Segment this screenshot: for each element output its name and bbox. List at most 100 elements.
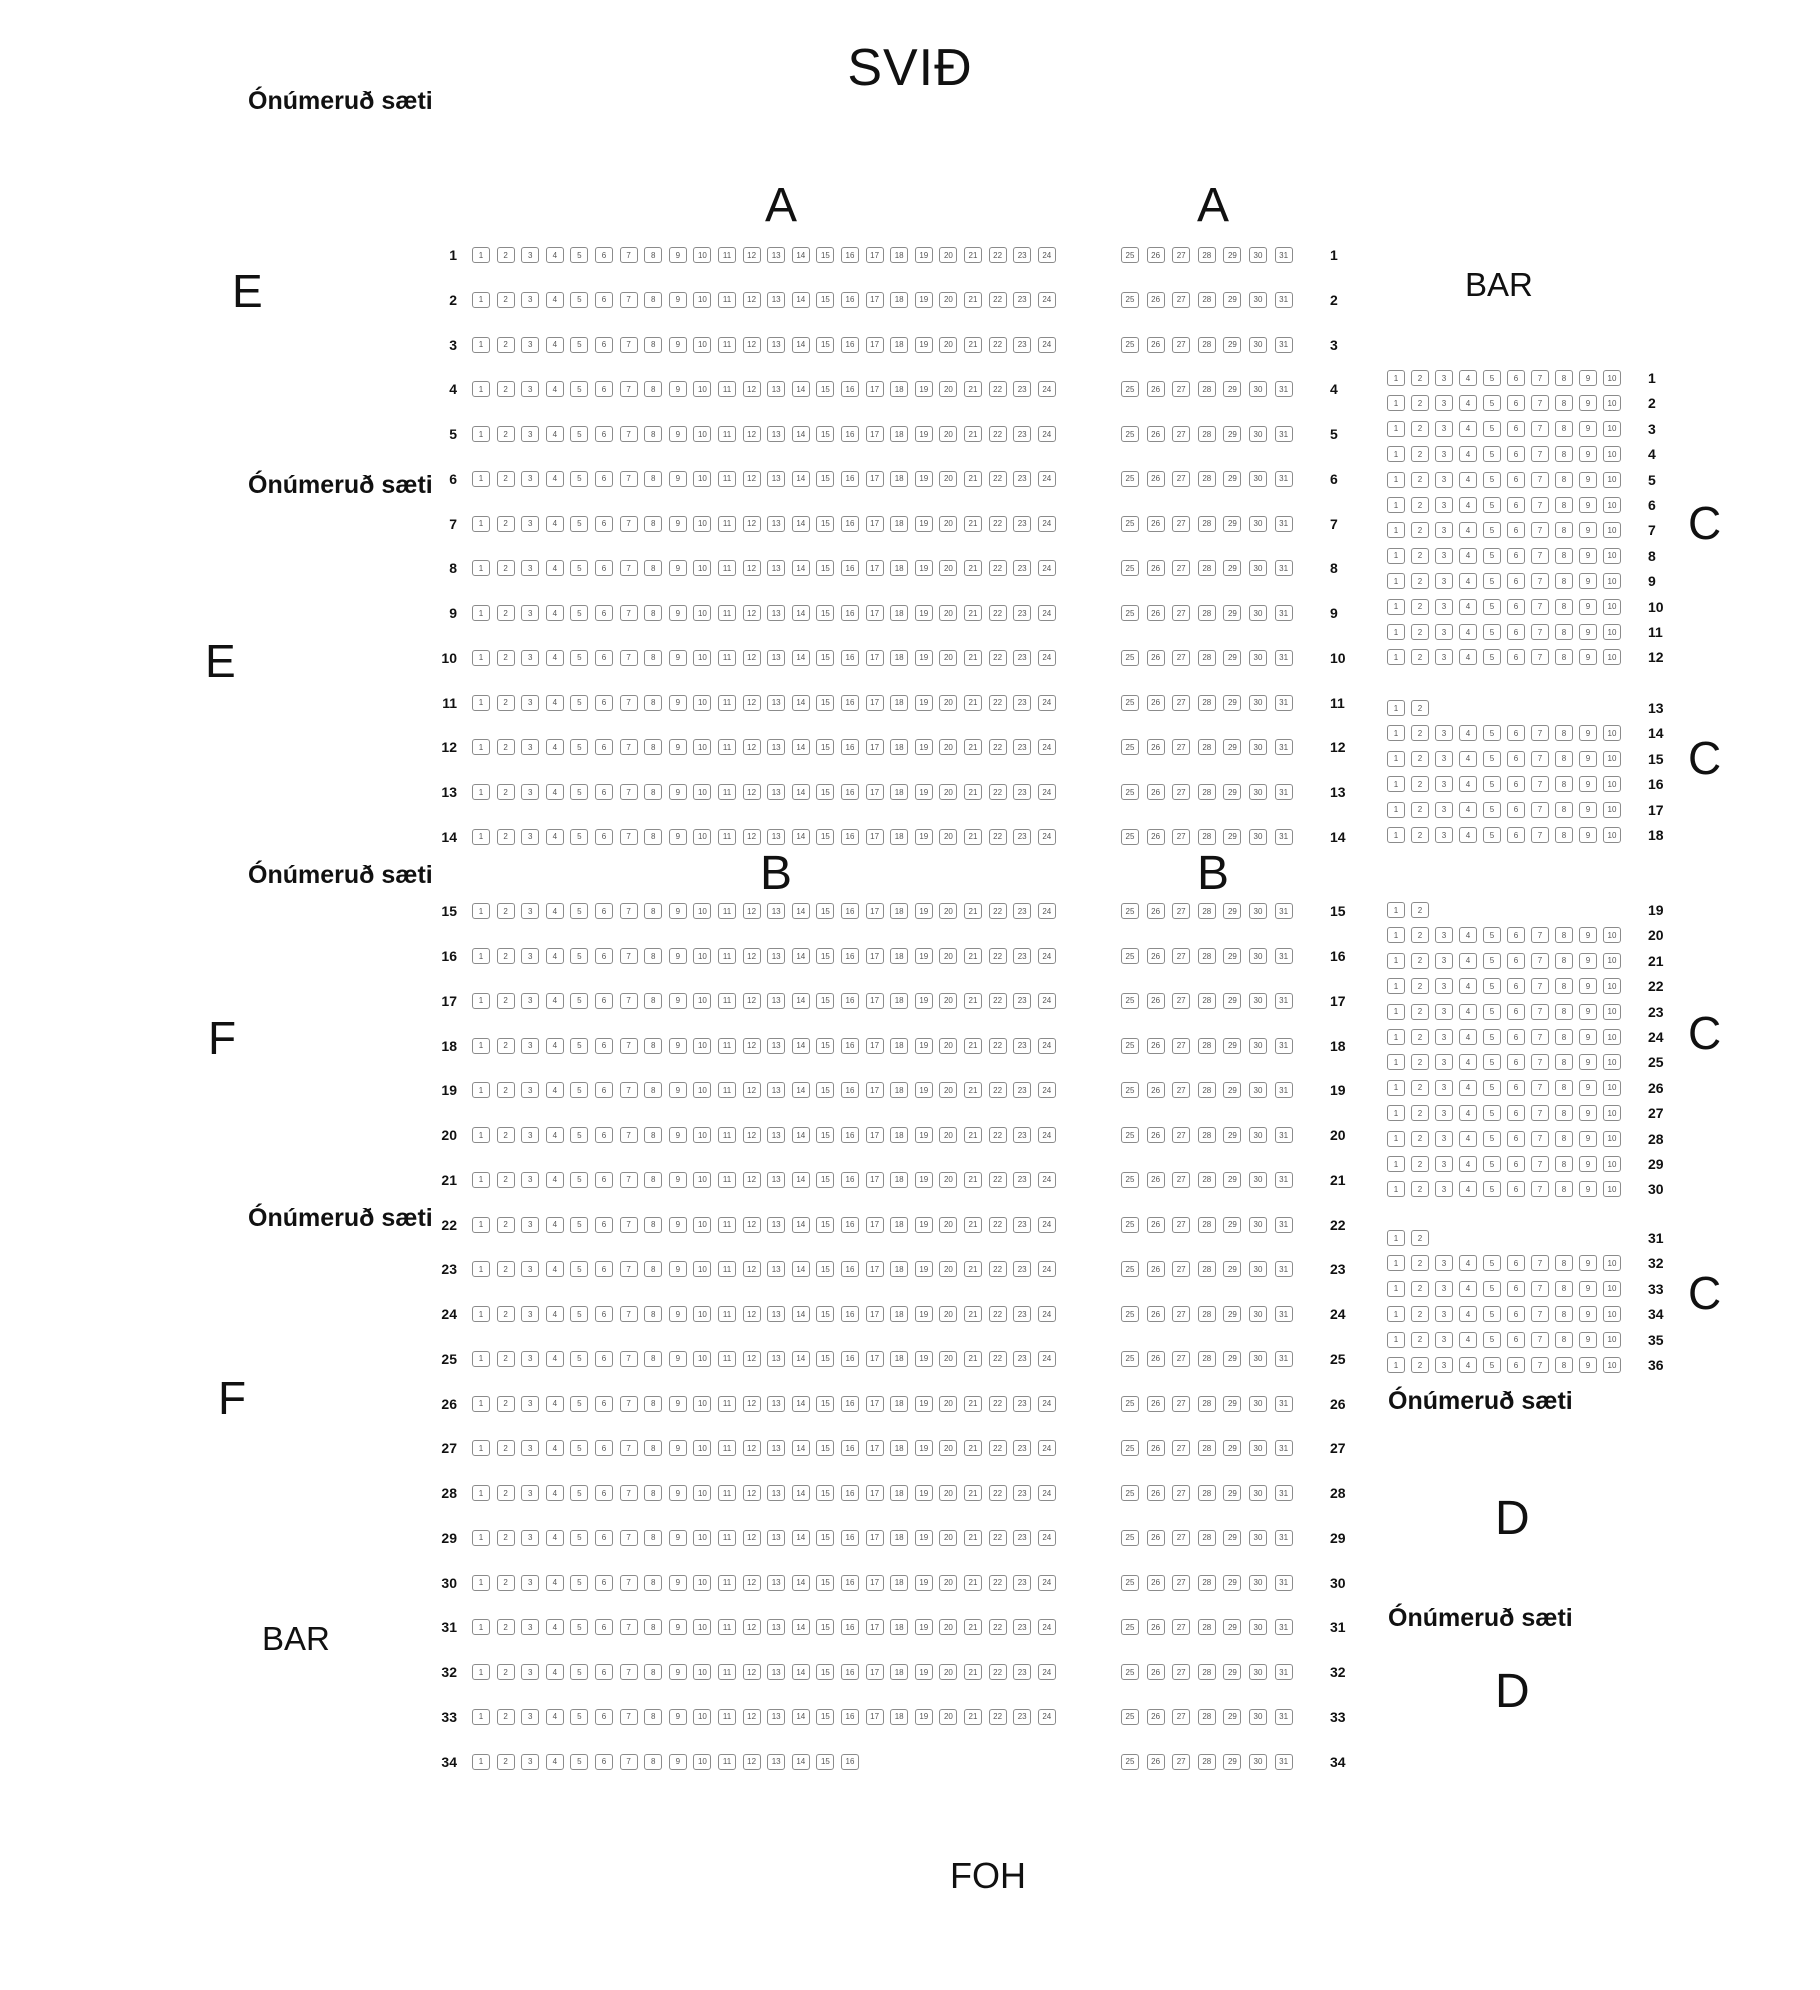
seat[interactable]: 29 bbox=[1223, 1127, 1242, 1144]
seat[interactable]: 5 bbox=[570, 1574, 589, 1591]
seat[interactable]: 19 bbox=[914, 1082, 933, 1099]
seat[interactable]: 7 bbox=[1531, 750, 1549, 767]
seat[interactable]: 16 bbox=[841, 739, 859, 756]
seat[interactable]: 22 bbox=[988, 784, 1007, 800]
seat[interactable]: 26 bbox=[1146, 649, 1165, 666]
seat[interactable]: 2 bbox=[1411, 1105, 1429, 1122]
seat[interactable]: 6 bbox=[595, 1664, 613, 1681]
seat[interactable]: 23 bbox=[1013, 739, 1032, 756]
seat[interactable]: 13 bbox=[767, 1395, 786, 1412]
seat[interactable]: 30 bbox=[1249, 1619, 1267, 1636]
seat[interactable]: 2 bbox=[496, 1171, 515, 1188]
seat[interactable]: 27 bbox=[1172, 694, 1191, 711]
seat[interactable]: 5 bbox=[1483, 827, 1501, 843]
seat[interactable]: 26 bbox=[1146, 828, 1165, 845]
seat[interactable]: 8 bbox=[1555, 1130, 1573, 1147]
seat[interactable]: 27 bbox=[1172, 1082, 1191, 1099]
seat[interactable]: 26 bbox=[1146, 1261, 1165, 1278]
seat[interactable]: 15 bbox=[816, 1082, 835, 1099]
seat[interactable]: 25 bbox=[1121, 515, 1139, 532]
seat[interactable]: 6 bbox=[1507, 1280, 1525, 1297]
seat[interactable]: 4 bbox=[1459, 978, 1477, 995]
seat[interactable]: 8 bbox=[1555, 1306, 1573, 1323]
seat[interactable]: 4 bbox=[1459, 624, 1477, 640]
seat[interactable]: 16 bbox=[841, 1574, 859, 1591]
seat[interactable]: 4 bbox=[1459, 927, 1477, 944]
seat[interactable]: 7 bbox=[619, 381, 638, 398]
seat[interactable]: 31 bbox=[1274, 1485, 1293, 1502]
seat[interactable]: 19 bbox=[914, 739, 933, 756]
seat[interactable]: 6 bbox=[1507, 420, 1525, 437]
seat[interactable]: 8 bbox=[1555, 801, 1573, 818]
seat[interactable]: 28 bbox=[1197, 1395, 1216, 1412]
seat[interactable]: 16 bbox=[841, 1261, 859, 1278]
seat[interactable]: 3 bbox=[521, 694, 540, 711]
seat[interactable]: 5 bbox=[1483, 471, 1501, 488]
seat[interactable]: 21 bbox=[964, 426, 982, 442]
seat[interactable]: 22 bbox=[988, 1485, 1007, 1502]
seat[interactable]: 12 bbox=[742, 992, 761, 1009]
seat[interactable]: 26 bbox=[1146, 1753, 1165, 1770]
seat[interactable]: 1 bbox=[472, 1216, 490, 1233]
seat[interactable]: 5 bbox=[1483, 978, 1501, 995]
seat[interactable]: 6 bbox=[595, 948, 613, 965]
seat[interactable]: 21 bbox=[964, 1127, 982, 1144]
seat[interactable]: 24 bbox=[1037, 1306, 1056, 1323]
seat[interactable]: 10 bbox=[693, 470, 712, 487]
seat[interactable]: 6 bbox=[595, 1216, 613, 1233]
seat[interactable]: 7 bbox=[1531, 952, 1549, 969]
seat[interactable]: 22 bbox=[988, 560, 1007, 577]
seat[interactable]: 6 bbox=[595, 1440, 613, 1457]
seat[interactable]: 7 bbox=[1531, 725, 1549, 742]
seat[interactable]: 4 bbox=[545, 1350, 564, 1367]
seat[interactable]: 4 bbox=[1459, 522, 1477, 539]
seat[interactable]: 25 bbox=[1121, 1261, 1139, 1278]
seat[interactable]: 1 bbox=[1387, 801, 1405, 818]
seat[interactable]: 6 bbox=[1507, 649, 1525, 666]
seat[interactable]: 11 bbox=[718, 336, 736, 353]
seat[interactable]: 7 bbox=[619, 1127, 638, 1144]
seat[interactable]: 23 bbox=[1013, 948, 1032, 965]
seat[interactable]: 28 bbox=[1197, 470, 1216, 487]
seat[interactable]: 23 bbox=[1013, 1708, 1032, 1725]
seat[interactable]: 2 bbox=[496, 381, 515, 398]
seat[interactable]: 3 bbox=[1435, 952, 1453, 969]
seat[interactable]: 31 bbox=[1274, 649, 1293, 666]
seat[interactable]: 25 bbox=[1121, 1395, 1139, 1412]
seat[interactable]: 6 bbox=[1507, 547, 1525, 564]
seat[interactable]: 29 bbox=[1223, 1216, 1242, 1233]
seat[interactable]: 19 bbox=[914, 1171, 933, 1188]
seat[interactable]: 2 bbox=[1411, 776, 1429, 793]
seat[interactable]: 1 bbox=[1387, 725, 1405, 742]
seat[interactable]: 13 bbox=[767, 903, 786, 920]
seat[interactable]: 8 bbox=[644, 291, 663, 308]
seat[interactable]: 20 bbox=[939, 1619, 958, 1636]
seat[interactable]: 2 bbox=[496, 560, 515, 577]
seat[interactable]: 15 bbox=[816, 1664, 835, 1681]
seat[interactable]: 5 bbox=[1483, 1054, 1501, 1071]
seat[interactable]: 2 bbox=[1411, 1130, 1429, 1147]
seat[interactable]: 6 bbox=[595, 247, 613, 263]
seat[interactable]: 7 bbox=[1531, 573, 1549, 590]
seat[interactable]: 4 bbox=[1459, 598, 1477, 615]
seat[interactable]: 18 bbox=[890, 1261, 909, 1278]
seat[interactable]: 19 bbox=[914, 426, 933, 442]
seat[interactable]: 29 bbox=[1223, 470, 1242, 487]
seat[interactable]: 9 bbox=[1579, 1079, 1597, 1096]
seat[interactable]: 3 bbox=[1435, 395, 1453, 412]
seat[interactable]: 15 bbox=[816, 948, 835, 965]
seat[interactable]: 12 bbox=[742, 1485, 761, 1502]
seat[interactable]: 2 bbox=[1411, 1357, 1429, 1373]
seat[interactable]: 29 bbox=[1223, 381, 1242, 398]
seat[interactable]: 4 bbox=[545, 784, 564, 800]
seat[interactable]: 6 bbox=[1507, 978, 1525, 995]
seat[interactable]: 14 bbox=[791, 1261, 810, 1278]
seat[interactable]: 9 bbox=[1579, 1156, 1597, 1172]
seat[interactable]: 26 bbox=[1146, 336, 1165, 353]
seat[interactable]: 1 bbox=[1387, 598, 1405, 615]
seat[interactable]: 7 bbox=[1531, 420, 1549, 437]
seat[interactable]: 2 bbox=[1411, 1181, 1429, 1198]
seat[interactable]: 13 bbox=[767, 694, 786, 711]
seat[interactable]: 1 bbox=[1387, 446, 1405, 463]
seat[interactable]: 21 bbox=[964, 1529, 982, 1546]
